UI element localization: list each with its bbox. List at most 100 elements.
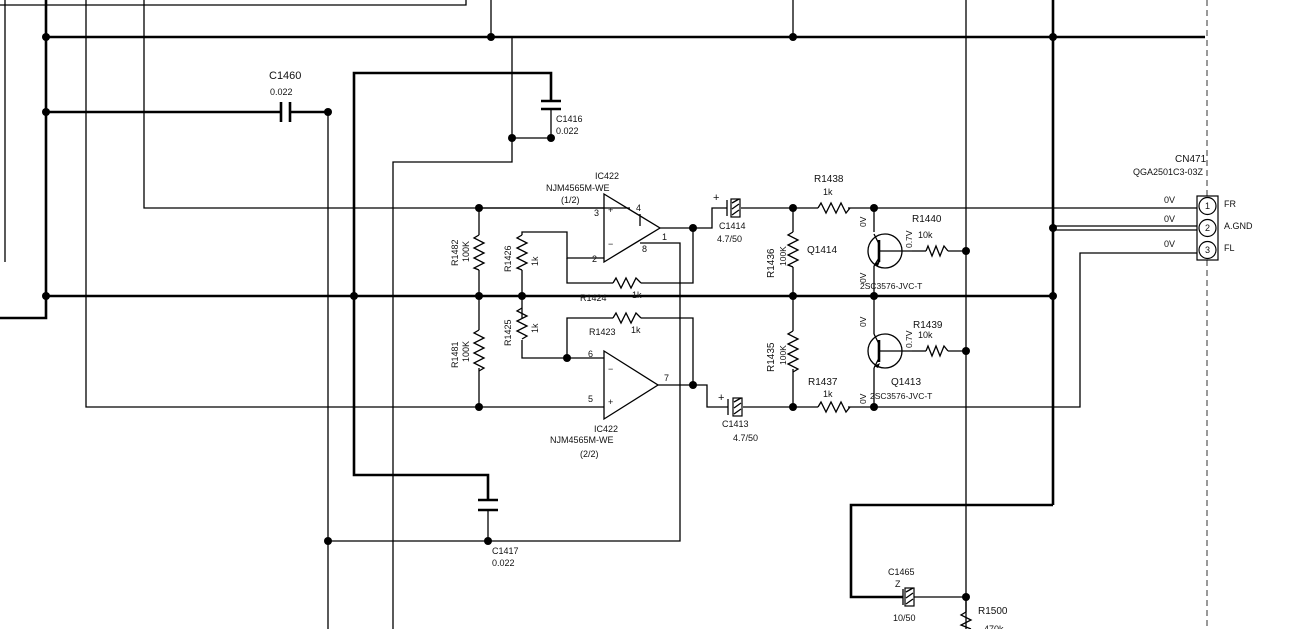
resistor-r1424: R1424 1k [580, 276, 642, 303]
junction-dot [870, 292, 878, 300]
q1414-vce: 0.7V [904, 230, 914, 248]
junction-dot [1049, 292, 1057, 300]
junction-dot [870, 403, 878, 411]
junction-dot [563, 354, 571, 362]
opamp-upper-pin8: 8 [642, 244, 647, 254]
junction-dot [789, 33, 797, 41]
junction-dot [1049, 33, 1057, 41]
transistor-q1413: Q1413 2SC3576-JVC-T 0.7V 0V 0V [858, 316, 932, 404]
opamp-upper-pin2: 2 [592, 254, 597, 264]
r1437-ref: R1437 [808, 377, 838, 388]
opamp-lower-pin7: 7 [664, 373, 669, 383]
c1465-value: 10/50 [893, 613, 916, 623]
c1416-ref: C1416 [556, 114, 583, 124]
junction-dot [547, 134, 555, 142]
q1413-vce: 0.7V [904, 330, 914, 348]
resistor-r1439: R1439 10k [913, 320, 949, 358]
opamp-upper: + − 3 2 1 4 8 IC422 NJM4565M-WE (1/2) [546, 171, 667, 264]
c1460-value: 0.022 [270, 87, 293, 97]
junctions [42, 33, 1057, 601]
resistor-r1425: R1425 1k [503, 307, 540, 346]
junction-dot [962, 347, 970, 355]
opamp-upper-pin1: 1 [662, 232, 667, 242]
junction-dot [475, 292, 483, 300]
q1414-ref: Q1414 [807, 245, 837, 256]
junction-dot [870, 204, 878, 212]
r1482-ref: R1482 [450, 239, 460, 266]
opamp-lower-minus: − [608, 364, 613, 374]
c1417-value: 0.022 [492, 558, 515, 568]
junction-dot [42, 292, 50, 300]
capacitor-c1460: C1460 0.022 [269, 70, 301, 122]
q1413-part: 2SC3576-JVC-T [870, 391, 932, 401]
cn471-pin1-voltage: 0V [1164, 195, 1175, 205]
c1416-value: 0.022 [556, 126, 579, 136]
opamp-lower-part: NJM4565M-WE [550, 435, 614, 445]
opamp-upper-ref: IC422 [595, 171, 619, 181]
capacitor-c1413: + C1413 4.7/50 [718, 392, 758, 443]
r1481-ref: R1481 [450, 341, 460, 368]
wires [0, 0, 1208, 629]
opamp-lower-unit: (2/2) [580, 449, 599, 459]
c1460-ref: C1460 [269, 70, 301, 82]
r1424-value: 1k [632, 290, 642, 300]
c1465-ref: C1465 [888, 567, 915, 577]
connector-cn471: CN471 QGA2501C3-03Z 1 2 3 FR A.GND FL 0V… [1133, 154, 1253, 261]
resistor-r1482: R1482 100K [450, 234, 486, 271]
capacitor-c1465: C1465 Z 10/50 [888, 567, 916, 623]
r1424-ref: R1424 [580, 293, 607, 303]
c1414-ref: C1414 [719, 221, 746, 231]
r1435-value: 100K [778, 345, 788, 365]
junction-dot [42, 108, 50, 116]
cn471-pin2-signal: A.GND [1224, 221, 1253, 231]
cn471-pin3-num: 3 [1205, 245, 1210, 255]
q1413-vc: 0V [858, 316, 868, 327]
junction-dot [962, 247, 970, 255]
transistor-q1414: Q1414 2SC3576-JVC-T 0.7V 0V 0V [807, 216, 922, 291]
c1413-value: 4.7/50 [733, 433, 758, 443]
opamp-lower: − + 6 5 7 IC422 NJM4565M-WE (2/2) [550, 349, 669, 459]
r1426-ref: R1426 [503, 245, 513, 272]
junction-dot [324, 108, 332, 116]
r1500-ref: R1500 [978, 606, 1008, 617]
junction-dot [484, 537, 492, 545]
r1425-value: 1k [530, 323, 540, 333]
cn471-pin3-voltage: 0V [1164, 239, 1175, 249]
q1414-vc: 0V [858, 216, 868, 227]
capacitor-c1416: C1416 0.022 [541, 99, 583, 136]
c1417-ref: C1417 [492, 546, 519, 556]
junction-dot [962, 593, 970, 601]
cn471-pin1-num: 1 [1205, 201, 1210, 211]
junction-dot [475, 403, 483, 411]
r1439-value: 10k [918, 330, 933, 340]
resistor-r1440: R1440 10k [912, 214, 949, 258]
r1482-value: 100K [461, 241, 471, 262]
junction-dot [350, 292, 358, 300]
junction-dot [508, 134, 516, 142]
r1426-value: 1k [530, 256, 540, 266]
cn471-pin1-signal: FR [1224, 199, 1236, 209]
cn471-pin3-signal: FL [1224, 243, 1235, 253]
c1465-mark: Z [895, 579, 901, 589]
opamp-lower-pin5: 5 [588, 394, 593, 404]
resistor-r1481: R1481 100K [450, 329, 486, 372]
r1438-ref: R1438 [814, 174, 844, 185]
r1500-value: 470k [984, 624, 1004, 629]
resistor-r1426: R1426 1k [503, 234, 540, 272]
opamp-upper-minus: − [608, 239, 613, 249]
r1423-ref: R1423 [589, 327, 616, 337]
opamp-upper-pin4: 4 [636, 203, 641, 213]
junction-dot [42, 33, 50, 41]
q1413-ref: Q1413 [891, 377, 921, 388]
resistor-r1437: R1437 1k [808, 377, 851, 414]
r1437-value: 1k [823, 389, 833, 399]
resistor-r1436: R1436 100K [766, 231, 800, 278]
junction-dot [789, 292, 797, 300]
opamp-upper-plus: + [608, 205, 613, 215]
c1413-plus: + [718, 392, 724, 404]
opamp-lower-ref: IC422 [594, 424, 618, 434]
junction-dot [789, 403, 797, 411]
c1414-plus: + [713, 192, 719, 204]
capacitor-c1414: + C1414 4.7/50 [713, 192, 746, 244]
resistor-r1500: R1500 470k [959, 606, 1008, 629]
